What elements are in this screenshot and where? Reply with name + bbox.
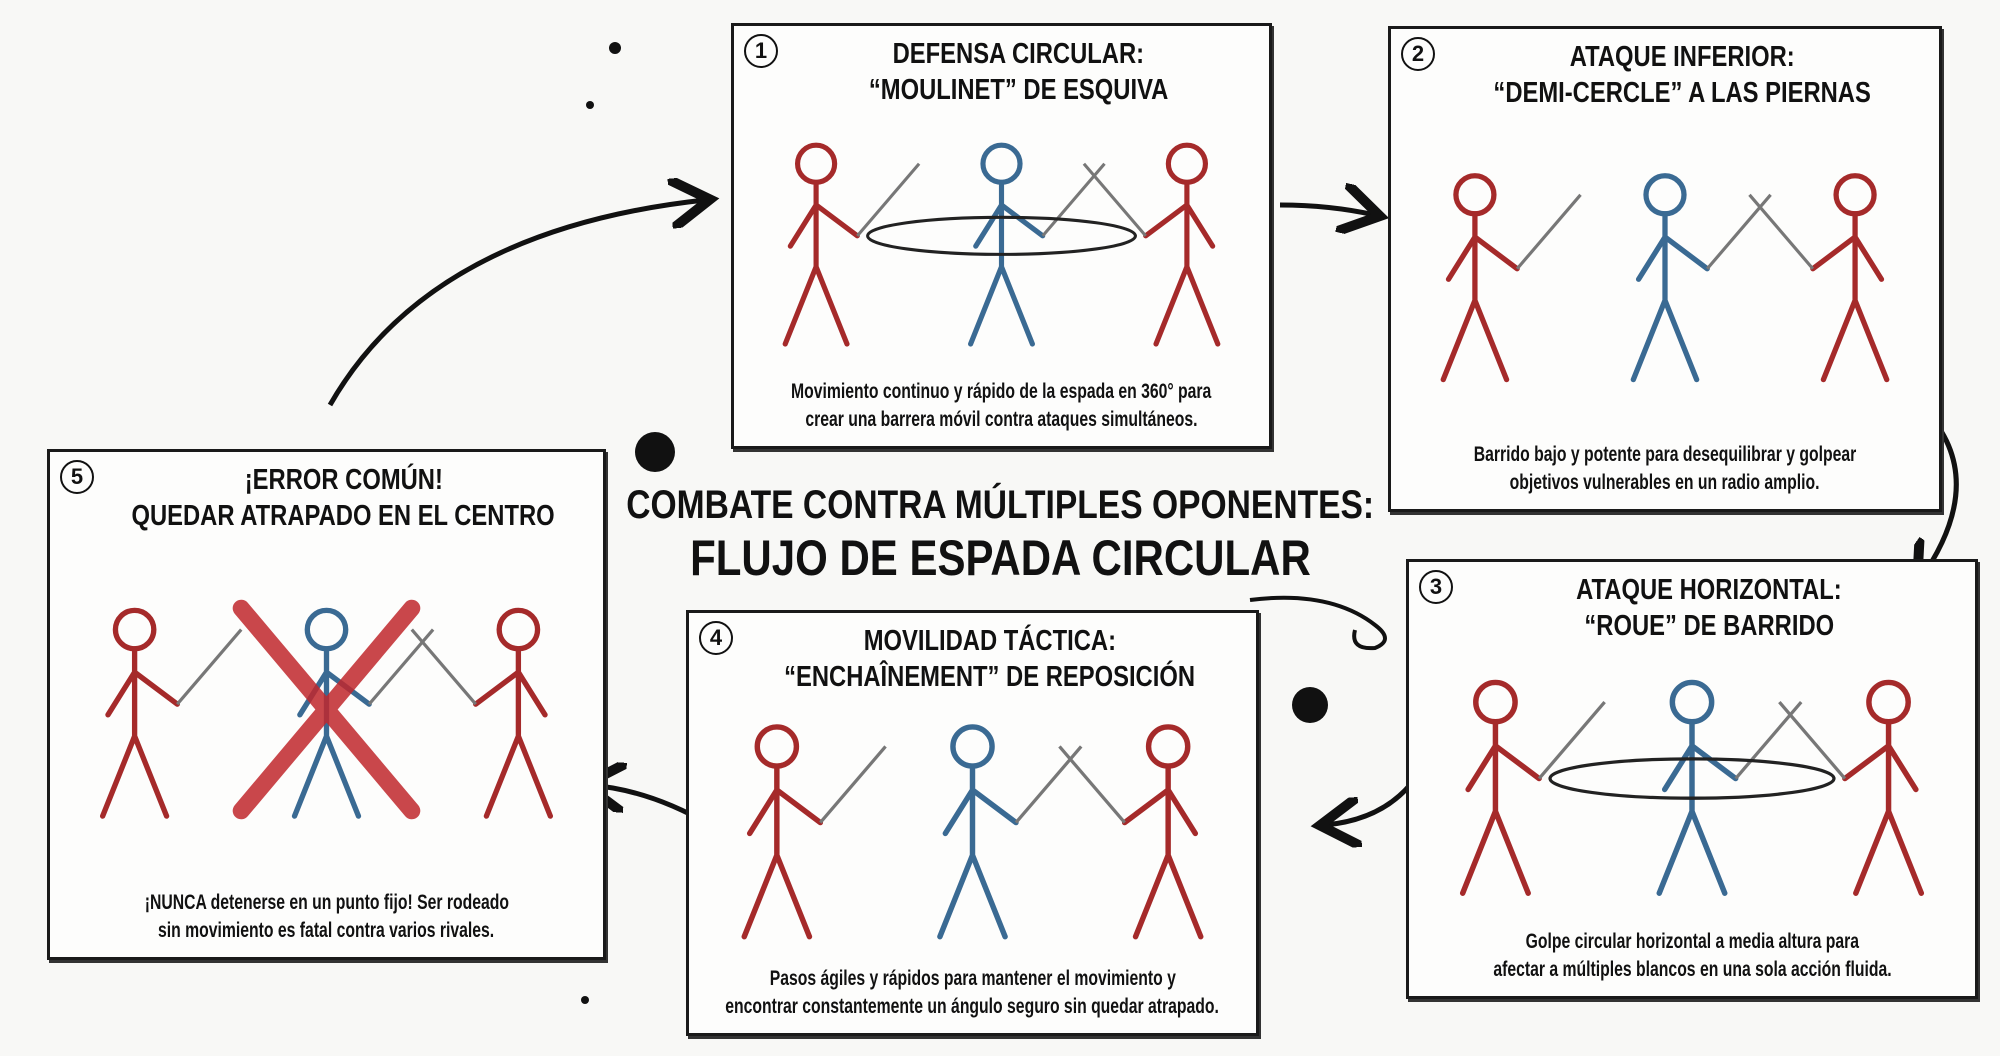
sword-icon: [1778, 701, 1847, 780]
panel-description: Movimiento continuo y rápido de la espad…: [791, 380, 1212, 431]
step-number: 3: [1419, 570, 1453, 604]
enemy-figure: [1082, 142, 1221, 347]
arrow-5-to-1: [327, 200, 705, 407]
panel-5: 5 ¡ERROR COMÚN!QUEDAR ATRAPADO EN EL CEN…: [47, 449, 606, 960]
step-number: 5: [60, 460, 94, 494]
illustration-trapped: [60, 542, 593, 877]
sword-icon: [1537, 701, 1606, 780]
enemy-figure: [782, 142, 921, 347]
panel-1: 1 DEFENSA CIRCULAR:“MOULINET” DE ESQUIVA…: [731, 23, 1272, 449]
swing-arc: [866, 215, 1137, 256]
illustration-demi-cercle: [1401, 119, 1929, 429]
sword-icon: [1058, 745, 1126, 824]
panel-title: ATAQUE INFERIOR:“DEMI-CERCLE” A LAS PIER…: [1493, 41, 1871, 109]
panel-description: Barrido bajo y potente para desequilibra…: [1473, 443, 1857, 494]
step-number: 2: [1401, 37, 1435, 71]
main-title-line2: FLUJO DE ESPADA CIRCULAR: [689, 530, 1311, 586]
swing-arc: [1548, 757, 1836, 800]
sword-icon: [1082, 162, 1147, 237]
enemy-figure: [1459, 679, 1606, 896]
enemy-figure: [99, 607, 243, 819]
enemy-figure: [1058, 724, 1204, 940]
enemy-figure: [741, 724, 887, 940]
enemy-figure: [1778, 679, 1925, 896]
curl-arrow: [1249, 595, 1387, 651]
panel-title: ¡ERROR COMÚN!QUEDAR ATRAPADO EN EL CENTR…: [131, 464, 556, 532]
panel-3: 3 ATAQUE HORIZONTAL:“ROUE” DE BARRIDO Go…: [1406, 559, 1978, 999]
sword-icon: [410, 628, 477, 706]
panel-title: MOVILIDAD TÁCTICA:“ENCHAÎNEMENT” DE REPO…: [784, 625, 1195, 693]
arrow-1-to-2: [1279, 205, 1375, 215]
player-figure: [968, 142, 1106, 347]
sword-icon: [176, 628, 243, 706]
sword-icon: [856, 162, 921, 237]
main-title-line1: COMBATE CONTRA MÚLTIPLES OPONENTES:: [626, 483, 1374, 527]
panel-description: ¡NUNCA detenerse en un punto fijo! Ser r…: [144, 891, 509, 942]
ink-dot: [609, 42, 621, 54]
ink-splat: [635, 432, 675, 472]
panel-title: DEFENSA CIRCULAR:“MOULINET” DE ESQUIVA: [868, 38, 1169, 106]
panel-description: Golpe circular horizontal a media altura…: [1492, 930, 1892, 981]
enemy-figure: [1440, 173, 1582, 383]
enemy-figure: [410, 607, 554, 819]
sword-icon: [1706, 193, 1772, 270]
sword-icon: [1014, 745, 1083, 824]
sword-icon: [1734, 701, 1803, 780]
enemy-figure: [1748, 173, 1890, 383]
sword-icon: [1515, 193, 1582, 270]
ink-splat: [1292, 687, 1328, 723]
player-figure: [937, 724, 1083, 940]
panel-4: 4 MOVILIDAD TÁCTICA:“ENCHAÎNEMENT” DE RE…: [686, 610, 1259, 1036]
step-number: 4: [699, 621, 733, 655]
step-number: 1: [744, 34, 778, 68]
sword-icon: [1041, 162, 1106, 237]
panel-2: 2 ATAQUE INFERIOR:“DEMI-CERCLE” A LAS PI…: [1388, 26, 1942, 512]
sword-icon: [1748, 193, 1815, 270]
ink-dot: [586, 101, 594, 109]
player-figure: [1656, 679, 1803, 896]
illustration-enchainement: [699, 703, 1246, 953]
ink-dot: [581, 996, 589, 1004]
panel-description: Pasos ágiles y rápidos para mantener el …: [725, 967, 1220, 1018]
arrow-3-to-4: [1325, 783, 1412, 825]
error-cross-icon: [232, 599, 421, 820]
illustration-roue: [1419, 652, 1965, 916]
sword-icon: [819, 745, 887, 824]
panel-title: ATAQUE HORIZONTAL:“ROUE” DE BARRIDO: [1576, 574, 1842, 642]
illustration-moulinet: [744, 116, 1259, 366]
player-figure: [1630, 173, 1772, 383]
